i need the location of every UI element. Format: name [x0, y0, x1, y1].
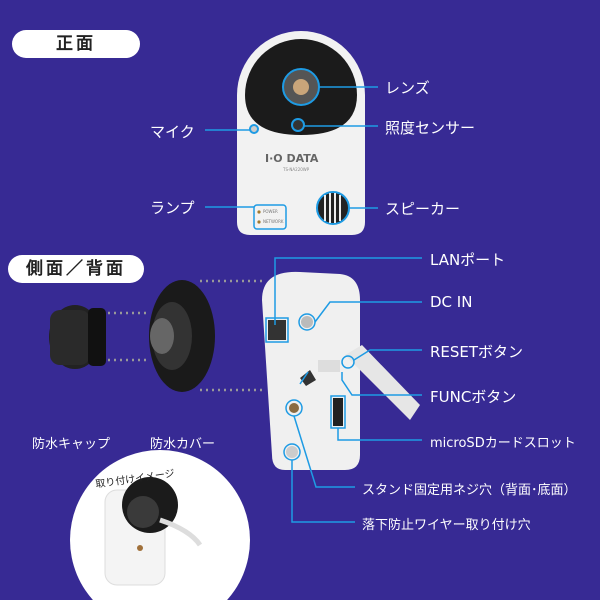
brand-logo: I·O DATA — [265, 152, 319, 165]
label-lan-port: LANポート — [430, 251, 506, 269]
label-wire-hole: 落下防止ワイヤー取り付け穴 — [362, 518, 531, 533]
label-light-sensor: 照度センサー — [385, 119, 476, 137]
front-camera — [237, 31, 365, 235]
label-stand-screw: スタンド固定用ネジ穴（背面･底面） — [362, 483, 577, 498]
label-reset: RESETボタン — [430, 343, 524, 361]
camera-back — [262, 271, 420, 470]
waterproof-cover — [149, 280, 215, 392]
label-dc-in: DC IN — [430, 293, 473, 311]
section-front-label: 正面 — [12, 30, 140, 58]
mount-image — [70, 450, 250, 600]
label-speaker: スピーカー — [385, 200, 461, 218]
model-number: TS-NA220WP — [283, 167, 310, 172]
section-side-back-label: 側面／背面 — [8, 255, 144, 283]
label-lens: レンズ — [385, 79, 430, 97]
lamp-network-label: NETWORK — [263, 219, 284, 224]
waterproof-cap — [49, 305, 106, 369]
label-mic: マイク — [150, 123, 195, 141]
label-cap: 防水キャップ — [32, 437, 111, 452]
lamp-power-label: POWER — [263, 209, 278, 214]
label-sd-slot: microSDカードスロット — [430, 436, 576, 451]
label-cover: 防水カバー — [150, 437, 216, 452]
label-func: FUNCボタン — [430, 388, 517, 406]
label-lamp: ランプ — [150, 199, 195, 217]
